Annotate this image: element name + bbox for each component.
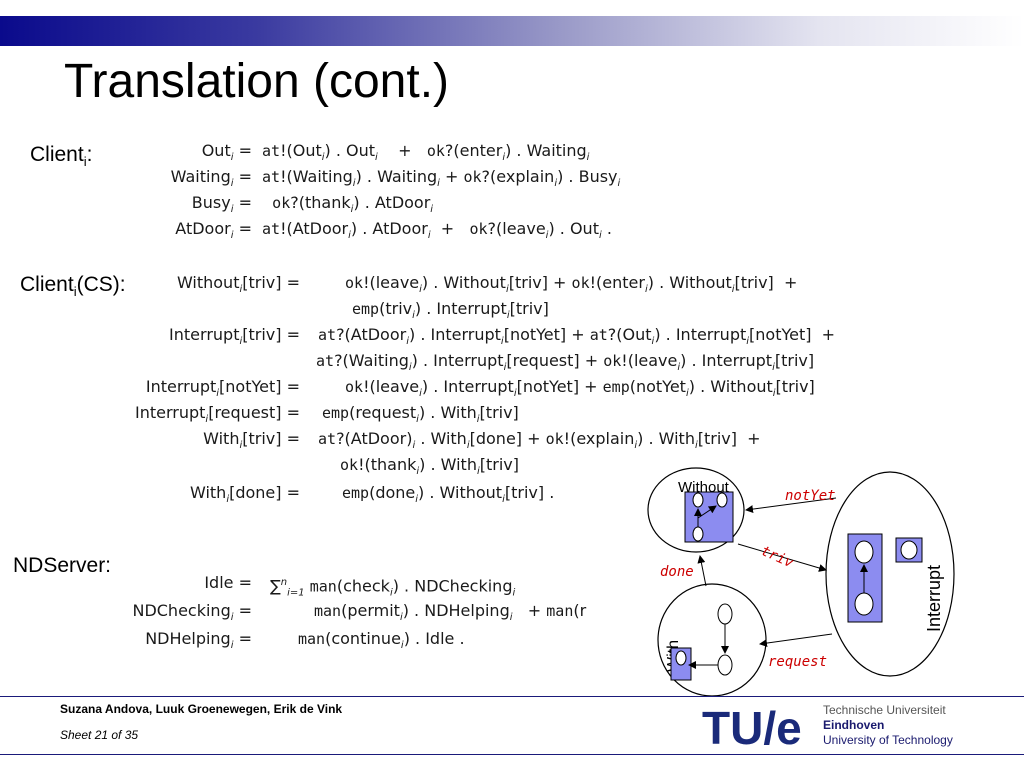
client-eq-rhs: at!(Waitingi) . Waitingi + ok?(explaini)…: [262, 167, 621, 190]
state-circle: [717, 654, 733, 676]
client-eq-lhs: AtDoori =: [175, 219, 252, 242]
cs-eq-rhs: at?(AtDoor)i . Withi[done] + ok!(explain…: [318, 429, 761, 452]
university-line: Eindhoven: [823, 718, 885, 732]
state-circle: [717, 603, 733, 625]
notyet-arrow: [745, 497, 837, 514]
client-eq-rhs: ok?(thanki) . AtDoori: [272, 193, 434, 216]
done-arrow: [697, 555, 707, 587]
footer-divider: [0, 754, 1024, 755]
client-eq-lhs: Busyi =: [191, 193, 252, 216]
client-eq-rhs: at!(AtDoori) . AtDoori + ok?(leavei) . O…: [262, 219, 612, 242]
state-circle: [692, 492, 704, 508]
cs-eq-lhs: Withi[triv] =: [203, 429, 300, 452]
nd-eq-lhs: NDCheckingi =: [132, 601, 252, 624]
client-eq-rhs: at!(Outi) . Outi + ok?(enteri) . Waiting…: [262, 141, 590, 164]
nd-eq-lhs: Idle =: [204, 573, 252, 592]
nd-eq-rhs: man(continuei) . Idle .: [298, 629, 465, 652]
interrupt-ellipse: [825, 471, 955, 677]
client-eq-lhs: Waitingi =: [170, 167, 252, 190]
footer-divider: [0, 696, 1024, 697]
cs-eq-rhs: ok!(leavei) . Withouti[triv] + ok!(enter…: [345, 273, 798, 296]
cs-eq-rhs: at?(Waitingi) . Interrupti[request] + ok…: [316, 351, 815, 374]
tue-logo-text: TU/e: [702, 702, 802, 752]
state-diagram: Without Interrupt With notYet triv done …: [647, 467, 955, 697]
cs-eq-lhs: Interrupti[triv] =: [169, 325, 300, 348]
title-bar-gradient: [0, 16, 1024, 46]
cs-eq-lhs: Withouti[triv] =: [176, 273, 300, 296]
cs-eq-rhs: at?(AtDoori) . Interrupti[notYet] + at?(…: [318, 325, 836, 348]
state-circle: [900, 540, 918, 560]
state-circle: [854, 592, 874, 616]
request-arrow: [759, 633, 833, 647]
ndserver-label: NDServer:: [13, 554, 112, 577]
nd-eq-rhs: ∑ni=1 man(checki) . NDCheckingi: [270, 576, 516, 599]
request-label: request: [768, 654, 827, 670]
cs-eq-lhs: Interrupti[notYet] =: [145, 377, 300, 400]
university-line: Technische Universiteit: [823, 703, 946, 717]
client-label: Clienti:: [30, 143, 93, 170]
cs-eq-rhs: emp(requesti) . Withi[triv]: [322, 403, 519, 426]
nd-eq-rhs: man(permiti) . NDHelpingi + man(r: [314, 601, 587, 624]
state-circle: [692, 526, 704, 542]
notyet-label: notYet: [785, 488, 836, 504]
cs-eq-rhs: emp(trivi) . Interrupti[triv]: [352, 299, 549, 322]
tue-logo: TU/e: [702, 702, 802, 752]
slide-title: Translation (cont.): [64, 55, 450, 108]
state-circle: [854, 540, 874, 564]
triv-label: triv: [758, 543, 796, 572]
client-eq-lhs: Outi =: [201, 141, 252, 164]
university-line: University of Technology: [823, 733, 953, 747]
cs-eq-lhs: Withi[done] =: [189, 483, 300, 506]
cs-eq-rhs: emp(donei) . Withouti[triv] .: [342, 483, 555, 506]
cs-eq-rhs: ok!(thanki) . Withi[triv]: [340, 455, 519, 478]
state-circle: [675, 650, 687, 666]
cs-eq-rhs: ok!(leavei) . Interrupti[notYet] + emp(n…: [345, 377, 815, 400]
interrupt-text: Interrupt: [924, 565, 944, 632]
client-cs-label: Clienti(CS):: [20, 273, 126, 300]
done-label: done: [660, 564, 694, 580]
triv-arrow: [737, 543, 827, 572]
state-circle: [716, 492, 728, 508]
footer-authors: Suzana Andova, Luuk Groenewegen, Erik de…: [60, 702, 343, 716]
cs-eq-lhs: Interrupti[request] =: [135, 403, 300, 426]
university-name: Technische Universiteit Eindhoven Univer…: [823, 703, 953, 748]
nd-eq-lhs: NDHelpingi =: [145, 629, 252, 652]
footer-sheet-number: Sheet 21 of 35: [60, 728, 139, 742]
